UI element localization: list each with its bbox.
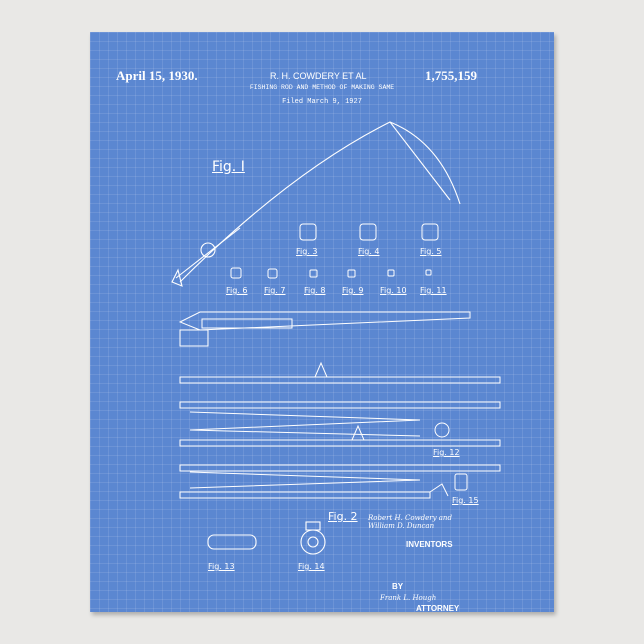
- fig-10-label: Fig. 10: [380, 286, 407, 295]
- fig-11-label: Fig. 11: [420, 286, 447, 295]
- fig-2-label: Fig. 2: [328, 510, 358, 523]
- inventor-signatures: Robert H. Cowdery and William D. Duncan: [368, 514, 478, 530]
- patent-poster: April 15, 1930. R. H. COWDERY ET AL 1,75…: [90, 32, 554, 612]
- rod-strips-fig2: [180, 312, 500, 498]
- fig-1-label: Fig. I: [212, 159, 245, 175]
- patent-drawing: [90, 32, 554, 612]
- fig-15-label: Fig. 15: [452, 496, 479, 505]
- fig-8-label: Fig. 8: [304, 286, 326, 295]
- fig-9-label: Fig. 9: [342, 286, 364, 295]
- fig-13-label: Fig. 13: [208, 562, 235, 571]
- cross-section-figures: [231, 224, 438, 278]
- fishing-rod-drawing: [172, 122, 460, 286]
- fig-7-label: Fig. 7: [264, 286, 286, 295]
- fig-4-label: Fig. 4: [358, 247, 380, 256]
- fig-12-label: Fig. 12: [433, 448, 460, 457]
- by-label: BY: [392, 582, 403, 591]
- fig-14-label: Fig. 14: [298, 562, 325, 571]
- fig13-14-drawings: [208, 522, 325, 554]
- fig-6-label: Fig. 6: [226, 286, 248, 295]
- inventors-label: INVENTORS: [406, 540, 453, 549]
- attorney-label: ATTORNEY: [416, 604, 459, 613]
- fig-3-label: Fig. 3: [296, 247, 318, 256]
- attorney-signature: Frank L. Hough: [380, 594, 436, 602]
- fig-5-label: Fig. 5: [420, 247, 442, 256]
